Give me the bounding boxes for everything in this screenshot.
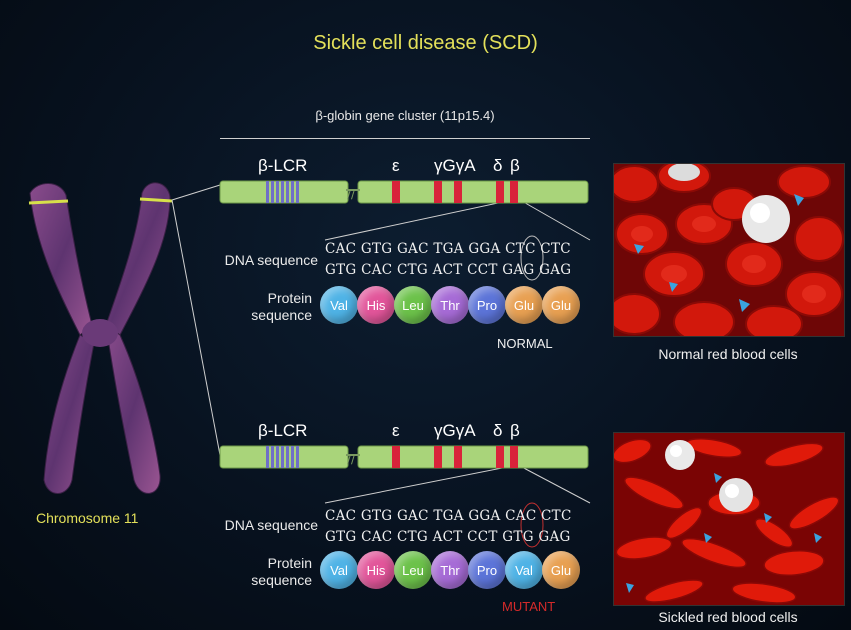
svg-text://: //: [347, 187, 356, 201]
amino-acid-his-normal: His: [357, 286, 395, 324]
epsilon-label-normal: ε: [392, 156, 400, 176]
dna-sequence-label-normal: DNA sequence: [200, 252, 318, 268]
beta-lcr-label-normal: β-LCR: [258, 156, 307, 176]
beta-label-normal: β: [510, 156, 520, 176]
protein-label-line2-normal: sequence: [200, 307, 312, 323]
amino-acid-glu-mutant: Glu: [542, 551, 580, 589]
normal-cells-caption: Normal red blood cells: [613, 346, 843, 362]
chromosome-11-illustration: [20, 175, 180, 505]
epsilon-label-mutant: ε: [392, 421, 400, 441]
chromosome-label: Chromosome 11: [36, 510, 138, 526]
cluster-title: β-globin gene cluster (11p15.4): [220, 108, 590, 123]
normal-status-label: NORMAL: [497, 336, 553, 351]
gene-cluster-bar-mutant: //: [218, 443, 593, 473]
mutant-status-label: MUTANT: [502, 599, 555, 614]
dna-top-strand-mutant: CAC GTG GAC TGA GGA CAC CTC: [325, 507, 572, 525]
gene-cluster-bar-normal: //: [218, 178, 593, 208]
protein-label-line2-mutant: sequence: [200, 572, 312, 588]
dna-sequence-label-mutant: DNA sequence: [200, 517, 318, 533]
amino-acid-val-mutant: Val: [320, 551, 358, 589]
protein-label-line1-mutant: Protein: [200, 555, 312, 571]
amino-acid-val-mutant: Val: [505, 551, 543, 589]
delta-label-normal: δ: [493, 156, 502, 176]
amino-acid-thr-mutant: Thr: [431, 551, 469, 589]
dna-bottom-strand-normal: GTG CAC CTG ACT CCT GAG GAG: [325, 261, 571, 279]
amino-acid-glu-normal: Glu: [542, 286, 580, 324]
gamma-label-normal: γGγA: [434, 156, 476, 176]
normal-red-blood-cells-image: [613, 163, 845, 337]
gamma-label-mutant: γGγA: [434, 421, 476, 441]
dna-bottom-strand-mutant: GTG CAC CTG ACT CCT GTG GAG: [325, 528, 571, 546]
amino-acid-pro-mutant: Pro: [468, 551, 506, 589]
delta-label-mutant: δ: [493, 421, 502, 441]
amino-acid-leu-mutant: Leu: [394, 551, 432, 589]
dna-top-strand-normal: CAC GTG GAC TGA GGA CTC CTC: [325, 240, 571, 258]
beta-label-mutant: β: [510, 421, 520, 441]
beta-lcr-label-mutant: β-LCR: [258, 421, 307, 441]
sickled-red-blood-cells-image: [613, 432, 845, 606]
cluster-divider: [220, 138, 590, 139]
amino-acid-his-mutant: His: [357, 551, 395, 589]
svg-text://: //: [347, 452, 356, 466]
amino-acid-glu-normal: Glu: [505, 286, 543, 324]
page-title: Sickle cell disease (SCD): [0, 32, 851, 55]
amino-acid-leu-normal: Leu: [394, 286, 432, 324]
amino-acid-thr-normal: Thr: [431, 286, 469, 324]
sickled-cells-caption: Sickled red blood cells: [613, 609, 843, 625]
amino-acid-val-normal: Val: [320, 286, 358, 324]
protein-label-line1-normal: Protein: [200, 290, 312, 306]
amino-acid-pro-normal: Pro: [468, 286, 506, 324]
